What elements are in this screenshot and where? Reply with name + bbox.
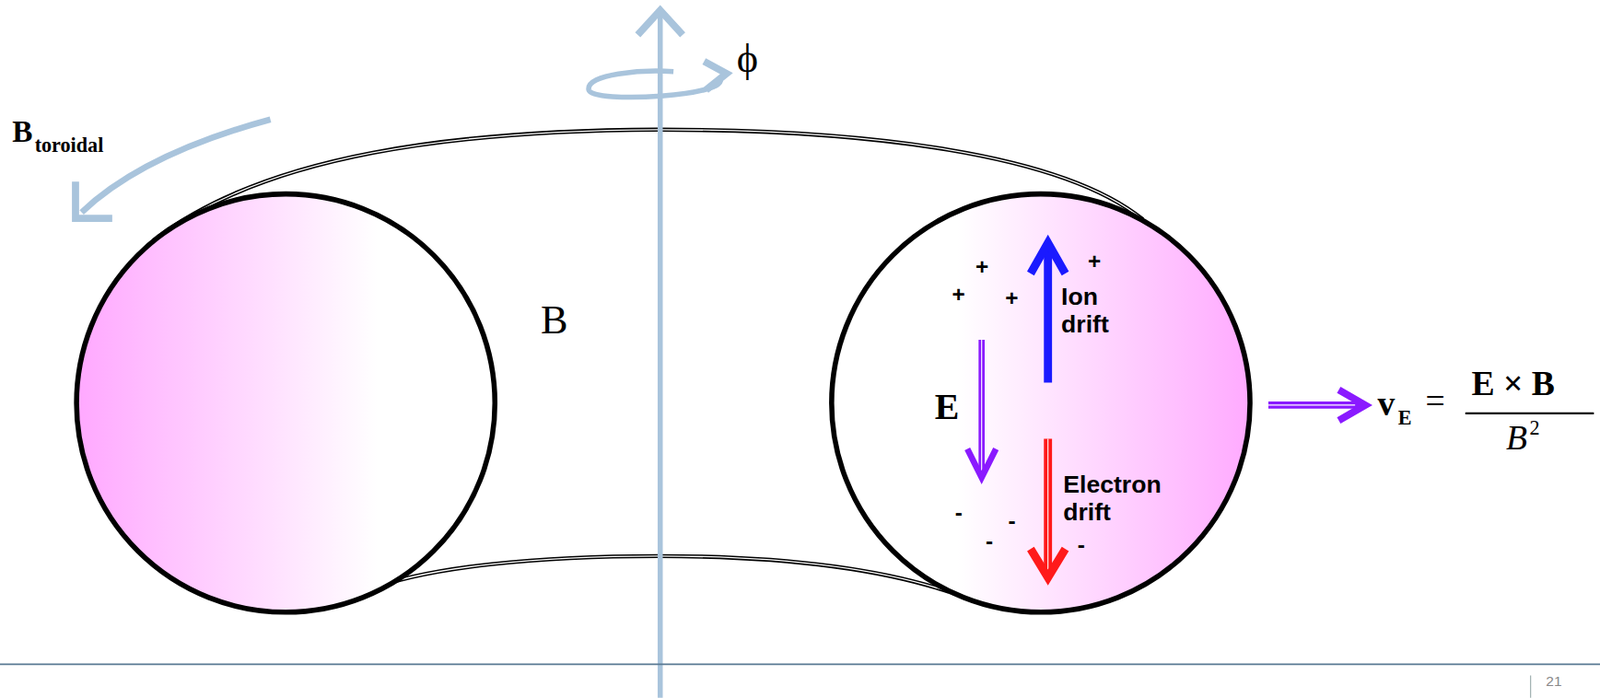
equals-sign: = [1425, 381, 1446, 421]
fraction-numerator: E × B [1471, 363, 1555, 404]
electron-charge: - [985, 528, 993, 555]
drift-label: Ion drift [1061, 282, 1135, 339]
electron-charge: - [955, 500, 963, 526]
angle-symbol: ϕ [736, 35, 759, 83]
electron-charge: - [1007, 508, 1016, 535]
velocity-symbol: v [1378, 384, 1396, 424]
ion-charge: + [1004, 285, 1018, 312]
velocity-subscript: E [1398, 406, 1413, 430]
field-symbol: B [11, 114, 33, 150]
electron-charge: - [1077, 532, 1086, 559]
ion-charge: + [1087, 248, 1101, 275]
cross-section: ++++Ion driftEElectron drift---- [831, 193, 1250, 612]
ion-charge: + [975, 254, 989, 281]
ion-charge: + [952, 281, 966, 308]
field-symbol: B [540, 297, 569, 345]
page-number: 21 [1545, 673, 1562, 690]
field-subscript: toroidal [35, 133, 105, 157]
fraction-denominator: B [1506, 418, 1528, 458]
exponent: 2 [1529, 416, 1541, 440]
field-symbol: E [934, 385, 960, 429]
drift-label: Electron drift [1062, 470, 1172, 527]
